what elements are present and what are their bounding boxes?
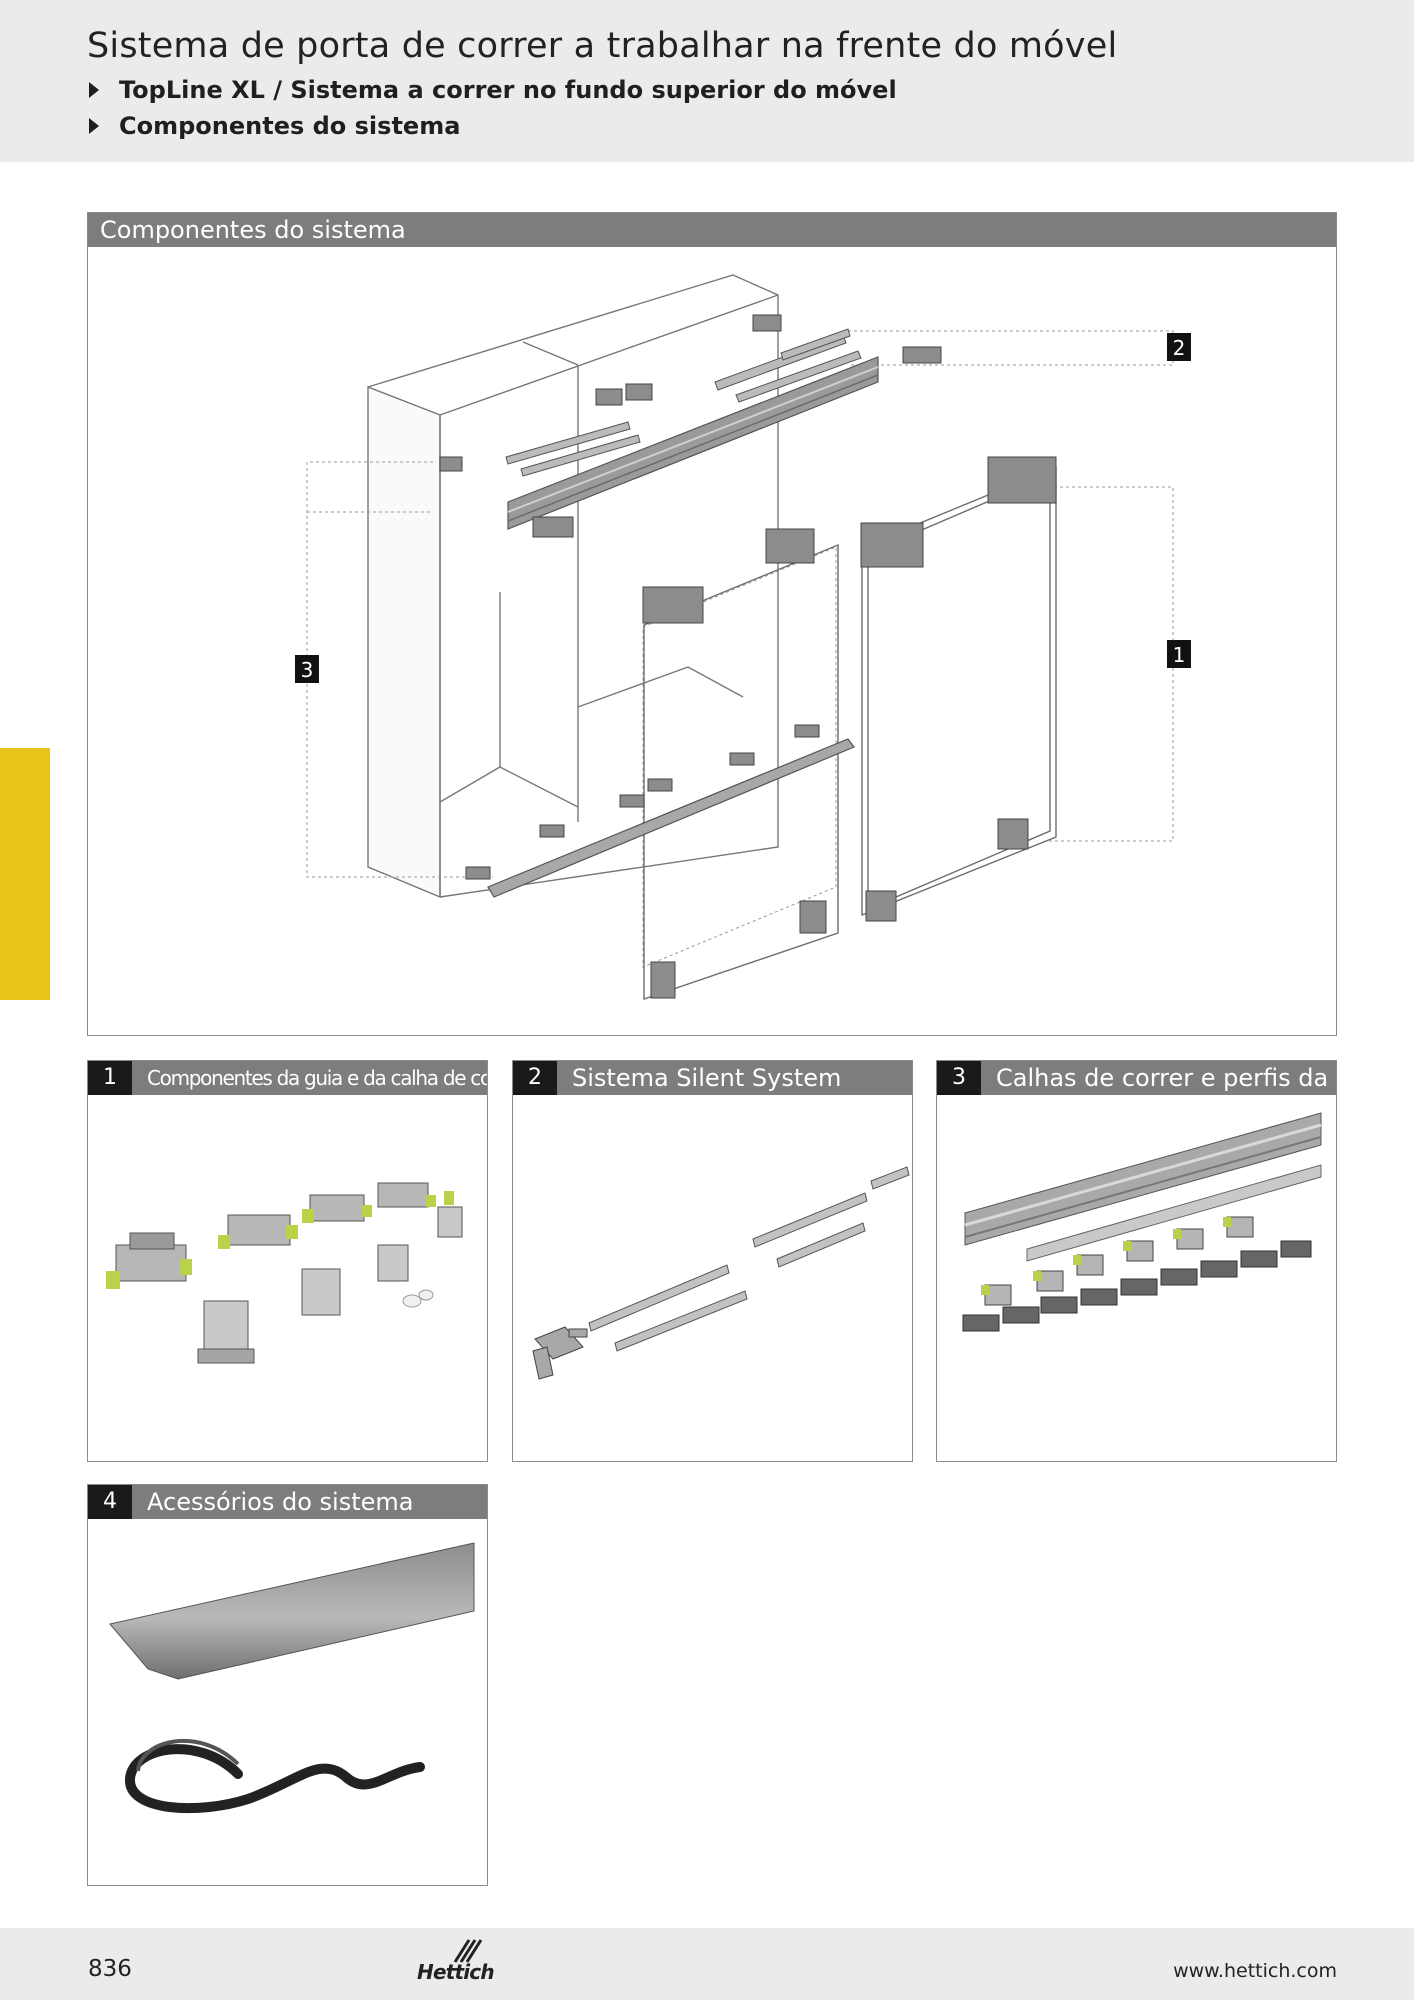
panel-title: Sistema Silent System [572,1064,842,1092]
triangle-right-icon [89,82,99,98]
header-band [0,0,1414,162]
panel-heading: 4 Acessórios do sistema [88,1485,487,1519]
subheading-components: Componentes do sistema [89,112,460,140]
system-components-figure: Componentes do sistema [87,212,1337,1036]
panel-silent-system: 2 Sistema Silent System [512,1060,913,1462]
panel-heading: 1 Componentes da guia e da calha de corr… [88,1061,487,1095]
guide-components-photo [106,1182,463,1364]
panel-accessories: 4 Acessórios do sistema [87,1484,488,1886]
panel-heading: 3 Calhas de correr e perfis da guia [937,1061,1336,1095]
callout-2: 2 [1173,336,1186,360]
page-title: Sistema de porta de correr a trabalhar n… [87,26,1118,66]
panel-profiles: 3 Calhas de correr e perfis da guia [936,1060,1337,1462]
hettich-logo: Hettich [417,1936,495,1986]
exploded-cabinet-diagram: 2 3 1 [295,274,1191,1000]
silent-system-photo [532,1166,910,1380]
panel-title: Calhas de correr e perfis da guia [996,1064,1336,1092]
page-number: 836 [88,1956,132,1982]
subheading-topline-text: TopLine XL / Sistema a correr no fundo s… [119,76,897,104]
panel-number: 2 [513,1061,557,1095]
panel-number: 1 [88,1061,132,1095]
profiles-photo [962,1112,1322,1332]
callout-3: 3 [301,658,314,682]
panel-guide-components: 1 Componentes da guia e da calha de corr… [87,1060,488,1462]
website-url: www.hettich.com [1173,1960,1337,1982]
chapter-color-tab [0,748,50,1000]
footer-band [0,1928,1414,2000]
subheading-components-text: Componentes do sistema [119,112,461,140]
triangle-right-icon [89,118,99,134]
panel-title: Componentes da guia e da calha de correr [147,1066,487,1090]
subheading-topline: TopLine XL / Sistema a correr no fundo s… [89,76,897,104]
panel-number: 4 [88,1485,132,1519]
panel-title: Acessórios do sistema [147,1488,414,1516]
panel-number: 3 [937,1061,981,1095]
accessories-photo [109,1542,475,1814]
figure-heading: Componentes do sistema [88,213,1336,247]
hettich-logo-icon [453,1939,483,1963]
panel-heading: 2 Sistema Silent System [513,1061,912,1095]
brand-name: Hettich [417,1960,495,1984]
callout-1: 1 [1173,643,1186,667]
